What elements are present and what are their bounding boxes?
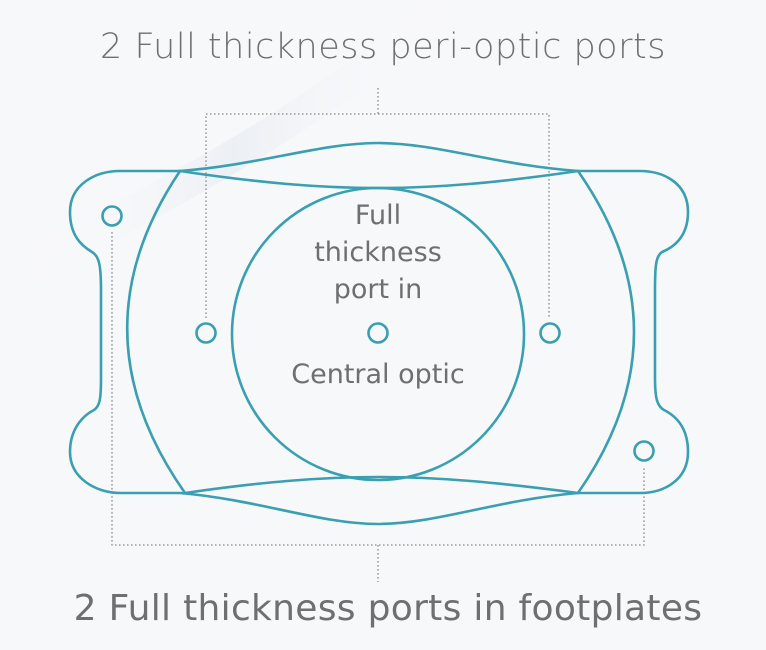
central-optic-label: Central optic [291,359,465,390]
central-port-label-line-2: thickness [314,237,442,268]
leader-brackets [111,88,645,582]
central-port-label: Full thickness port in [228,197,528,308]
footplate-port-left [101,205,123,227]
bottom-leader-bracket [111,232,645,546]
side-arc-left [125,169,187,495]
peri-optic-port-left [195,322,217,344]
side-arc-right [576,169,636,495]
top-leader-bracket [205,113,550,318]
central-port [367,322,389,344]
footplate-ports-label: 2 Full thickness ports in footplates [73,588,703,629]
inner-arc-top [178,169,580,190]
peri-optic-port-right [539,322,561,344]
footplate-port-right [633,440,655,462]
peri-optic-ports-label: 2 Full thickness peri-optic ports [100,27,666,67]
inner-arc-bottom [183,475,580,495]
central-port-label-line-3: port in [333,274,423,305]
central-optic-circle [230,186,526,482]
central-port-label-line-1: Full [354,200,402,231]
